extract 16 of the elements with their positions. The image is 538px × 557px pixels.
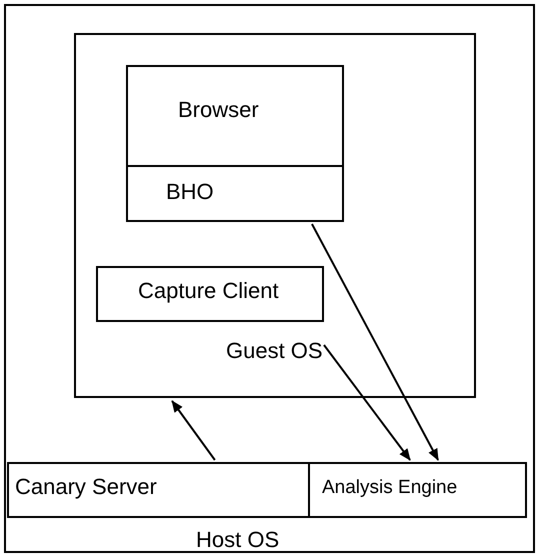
arrow [171,400,216,461]
capture-client-box [96,266,324,322]
node-label: Guest OS [226,340,323,362]
node-label: Capture Client [138,280,279,302]
guest-os-box [74,33,476,398]
node-label: Canary Server [15,476,157,498]
node-label: Host OS [196,529,280,551]
canary-server-box [7,462,310,518]
arrow [323,344,411,461]
browser-box [126,65,344,222]
arrow [311,224,439,461]
analysis-engine-box [308,462,527,518]
node-label: Analysis Engine [322,478,458,497]
node-label: BHO [166,181,214,203]
host-os-box [4,4,535,553]
node-label: Browser [178,99,259,121]
